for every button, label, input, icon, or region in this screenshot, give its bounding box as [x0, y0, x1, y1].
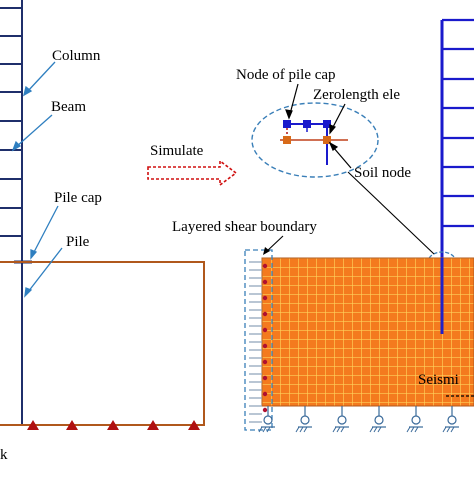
- layered-shear-boundary: Layered shear boundary: [172, 219, 317, 431]
- pile-label: Pile: [66, 234, 90, 250]
- boundary-node: [262, 295, 268, 301]
- hinge-support-icon: [332, 406, 349, 433]
- node-of-pile-cap-label: Node of pile cap: [236, 67, 336, 83]
- layered-shear-boundary-label: Layered shear boundary: [172, 219, 317, 235]
- pile-cap-callout: Node of pile cap Zerolength ele Soil nod…: [236, 67, 411, 181]
- column-label: Column: [52, 48, 101, 64]
- mesh-area: [261, 257, 474, 407]
- boundary-springs: [249, 261, 268, 423]
- pile-cap-label: Pile cap: [54, 190, 102, 206]
- beam-label: Beam: [51, 99, 86, 115]
- boundary-box: [244, 249, 273, 431]
- left-leaders: [11, 61, 63, 298]
- soil-node: [283, 136, 291, 144]
- triangle-support-icon: [66, 420, 78, 430]
- soil-domain-outline: [0, 261, 205, 426]
- boundary-node: [262, 263, 268, 269]
- left-frame: Column Beam Pile cap Pile k: [0, 0, 205, 463]
- boundary-node: [262, 343, 268, 349]
- triangle-support-icon: [188, 420, 200, 430]
- callout-ellipse: [251, 102, 379, 178]
- right-beams: [442, 18, 474, 228]
- zerolength-ele-label: Zerolength ele: [313, 87, 400, 103]
- hinge-supports: [258, 406, 459, 433]
- triangle-support-icon: [107, 420, 119, 430]
- boundary-node: [262, 391, 268, 397]
- soil-node-label: Soil node: [354, 165, 411, 181]
- frame-beams: [0, 7, 22, 237]
- hinge-support-icon: [369, 406, 386, 433]
- triangle-support-icon: [147, 420, 159, 430]
- seismic-label: Seismi: [418, 372, 459, 388]
- corner-label: k: [0, 447, 8, 463]
- callout-leaders: [285, 83, 352, 169]
- hinge-support-icon: [258, 406, 275, 433]
- hinge-support-icon: [442, 406, 459, 433]
- boundary-node: [262, 311, 268, 317]
- hinge-support-icon: [295, 406, 312, 433]
- boundary-node: [262, 407, 268, 413]
- simulate-arrow: Simulate: [147, 143, 238, 187]
- boundary-node: [262, 359, 268, 365]
- simulate-label: Simulate: [150, 143, 204, 159]
- callout-connector: [347, 171, 435, 255]
- dashed-arrow-icon: [147, 159, 238, 187]
- cap-node: [323, 120, 331, 128]
- boundary-node: [262, 375, 268, 381]
- hinge-support-icon: [406, 406, 423, 433]
- boundary-node: [262, 279, 268, 285]
- triangle-support-icon: [27, 420, 39, 430]
- base-supports: [27, 420, 200, 430]
- cap-node: [283, 120, 291, 128]
- boundary-node: [262, 327, 268, 333]
- soil-node: [323, 136, 331, 144]
- soil-mesh: Seismi: [261, 257, 474, 407]
- cap-node: [303, 120, 311, 128]
